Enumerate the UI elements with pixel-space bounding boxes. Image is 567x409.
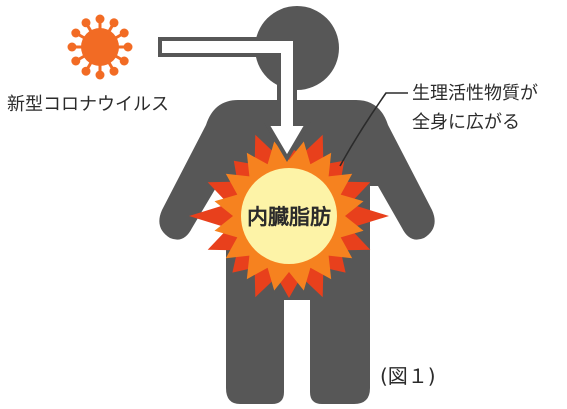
spread-label-line2: 全身に広がる bbox=[412, 112, 520, 133]
spread-label-line1: 生理活性物質が bbox=[412, 83, 538, 104]
virus-spike-knob bbox=[95, 70, 105, 80]
virus-spike-knob bbox=[119, 28, 129, 38]
visceral-fat-label: 内臓脂肪 bbox=[247, 205, 331, 229]
virus-spike-knob bbox=[109, 66, 119, 76]
virus-spike-knob bbox=[67, 42, 77, 52]
virus-icon bbox=[67, 14, 133, 80]
virus-spike-knob bbox=[109, 18, 119, 28]
visceral-fat-circle bbox=[241, 168, 337, 264]
virus-spike-knob bbox=[71, 28, 81, 38]
virus-spike-knob bbox=[119, 56, 129, 66]
leader-line bbox=[339, 92, 408, 167]
virus-spike-knob bbox=[71, 56, 81, 66]
figure-caption: (図１) bbox=[380, 364, 436, 388]
virus-spike-knob bbox=[95, 14, 105, 24]
virus-spike-knob bbox=[123, 42, 133, 52]
virus-spike-knob bbox=[81, 18, 91, 28]
virus-spike-knob bbox=[81, 66, 91, 76]
virus-label: 新型コロナウイルス bbox=[7, 94, 169, 115]
bent-arrow bbox=[158, 37, 311, 162]
virus-core bbox=[81, 28, 119, 66]
